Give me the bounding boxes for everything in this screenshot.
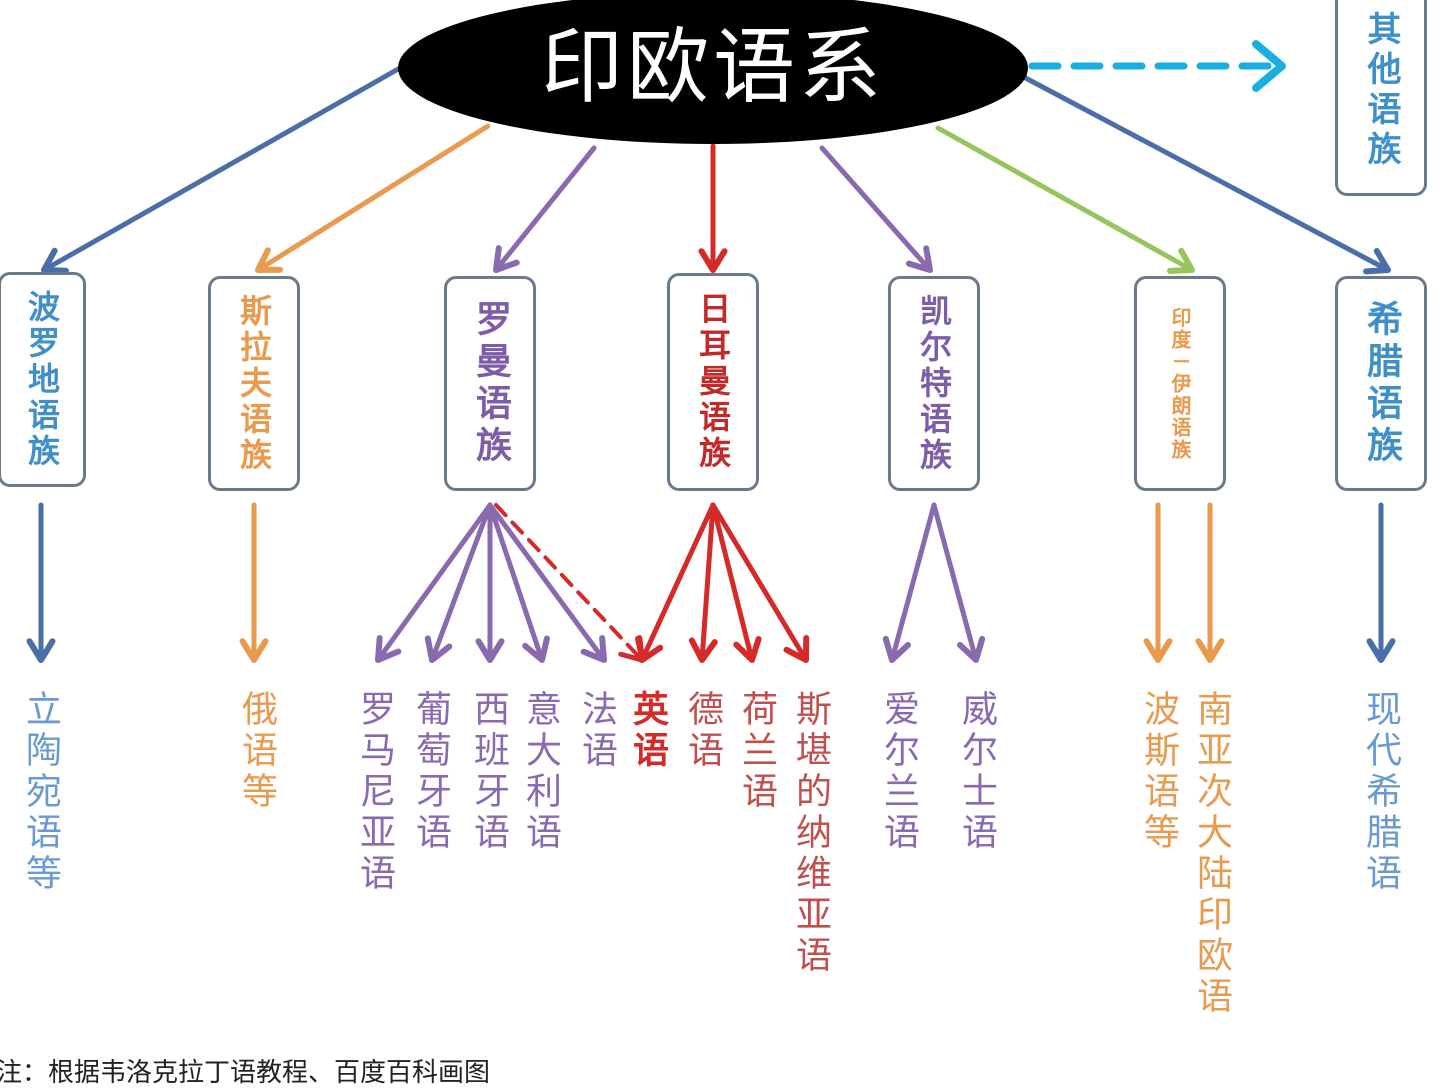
leaf-portuguese: 葡萄牙语: [410, 690, 451, 854]
leaf-welsh: 威尔士语: [956, 690, 997, 854]
leaf-romanian: 罗马尼亚语: [354, 690, 395, 895]
leaf-lithuanian: 立陶宛语等: [20, 690, 61, 895]
edge-root-indoiranian: [935, 125, 1195, 274]
family-label-baltic: 波罗地语族: [23, 289, 61, 470]
family-label-slavic: 斯拉夫语族: [235, 293, 273, 474]
family-label-greek: 希腊语族: [1361, 299, 1402, 468]
family-label-germanic: 日耳曼语族: [694, 292, 732, 472]
family-box-germanic: 日耳曼语族: [667, 273, 759, 491]
footnote: 注：根据韦洛克拉丁语教程、百度百科画图: [0, 1058, 491, 1088]
edge-germanic-english: [636, 502, 716, 663]
family-box-baltic: 波罗地语族: [0, 272, 86, 487]
edge-greek-modern: [1366, 502, 1396, 663]
leaf-german: 德语: [682, 690, 723, 772]
leaf-dutch: 荷兰语: [736, 690, 777, 813]
edge-indoiranian-persian: [1143, 502, 1173, 663]
edge-romance-romanian: [375, 502, 493, 663]
family-label-indo-iranian: 印度－伊朗语族: [1168, 306, 1192, 461]
edge-romance-italian: [487, 502, 550, 663]
leaf-french: 法语: [576, 690, 617, 772]
edge-root-romance: [493, 145, 597, 273]
family-label-celtic: 凯尔特语族: [915, 293, 953, 474]
edge-romance-portuguese: [424, 502, 493, 663]
family-box-other: 其他语族: [1335, 0, 1427, 196]
edge-root-germanic: [698, 143, 728, 273]
root-label: 印欧语系: [540, 20, 885, 115]
edge-celtic-irish: [882, 502, 937, 663]
edge-root-other: [1028, 40, 1286, 92]
family-label-other: 其他语族: [1361, 11, 1401, 171]
leaf-scandinavian: 斯堪的纳维亚语: [790, 690, 831, 977]
leaf-modern-greek: 现代希腊语: [1360, 690, 1401, 895]
edge-germanic-dutch: [710, 502, 762, 663]
family-box-indo-iranian: 印度－伊朗语族: [1134, 276, 1226, 491]
leaf-italian: 意大利语: [520, 690, 561, 854]
edge-root-greek: [1015, 71, 1391, 275]
family-box-greek: 希腊语族: [1335, 276, 1427, 491]
edge-germanic-german: [688, 502, 718, 663]
edge-romance-spanish: [475, 502, 505, 663]
leaf-russian: 俄语等: [236, 690, 277, 813]
edge-root-slavic: [255, 123, 491, 273]
edge-slavic-russian: [239, 502, 269, 663]
leaf-persian: 波斯语等: [1138, 690, 1179, 854]
edge-baltic-lithuanian: [26, 502, 56, 663]
leaf-irish: 爱尔兰语: [878, 690, 919, 854]
edge-celtic-welsh: [931, 502, 986, 663]
family-label-romance: 罗曼语族: [470, 299, 511, 468]
family-box-romance: 罗曼语族: [444, 276, 536, 491]
edge-germanic-scandinavian: [710, 502, 810, 663]
family-box-celtic: 凯尔特语族: [888, 276, 980, 491]
edge-indoiranian-southasian: [1195, 502, 1225, 663]
leaf-spanish: 西班牙语: [468, 690, 509, 854]
edge-root-baltic: [41, 65, 403, 274]
leaf-english: 英语: [627, 690, 669, 772]
family-box-slavic: 斯拉夫语族: [208, 276, 300, 491]
root-node-indo-european: 印欧语系: [398, 0, 1028, 144]
edge-root-celtic: [819, 145, 933, 273]
edge-romance-french: [487, 502, 607, 663]
leaf-south-asian: 南亚次大陆印欧语: [1191, 690, 1232, 1018]
